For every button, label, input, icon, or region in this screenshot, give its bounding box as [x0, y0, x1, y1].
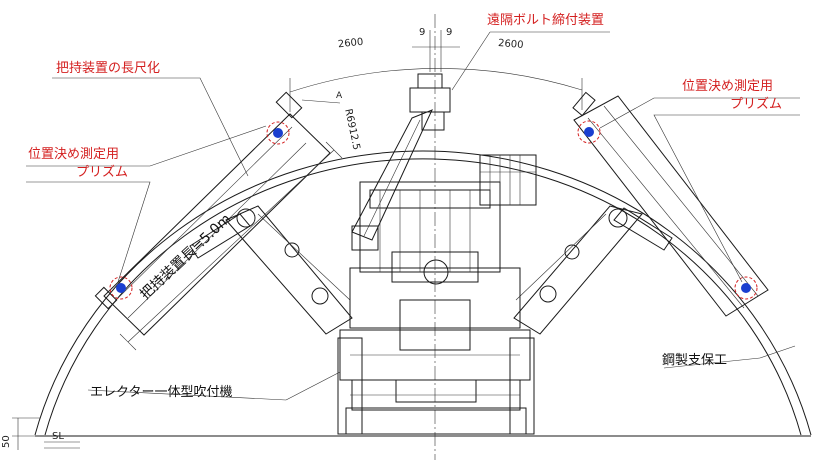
spring-line-label: SL [52, 431, 64, 442]
prism-right-lower [734, 276, 758, 300]
prism-left-label-line1: 位置決め測定用 [28, 147, 120, 162]
gap-dimension-left: 9 [419, 27, 426, 38]
right-gripper-arm [572, 91, 769, 317]
left-gripper-arm [94, 91, 331, 336]
bolt-device-label: 遠隔ボルト締付装置 [487, 13, 605, 28]
prism-left-label-line2: プリズム [76, 165, 129, 180]
gripper-length-dim-line [127, 149, 335, 343]
prism-left-lower [109, 276, 133, 300]
steel-support-label: 鋼製支保工 [662, 353, 728, 368]
erector-machine-label: エレクター一体型吹付機 [90, 385, 233, 400]
prism-right-label-line1: 位置決め測定用 [682, 79, 774, 94]
gripper-extension-label: 把持装置の長尺化 [56, 61, 161, 76]
prism-right-upper [577, 120, 601, 144]
right-boom [513, 205, 673, 335]
leader-lines [26, 31, 800, 401]
prism-left-upper [266, 121, 290, 145]
erector-body [337, 154, 537, 435]
bolt-tightening-arm [351, 73, 451, 251]
prism-right-label-line2: プリズム [730, 97, 783, 112]
arc-dimension-right: 2600 [497, 37, 524, 52]
point-a-label: A [336, 91, 343, 101]
left-boom [189, 205, 353, 335]
height-dimension: 50 [1, 435, 12, 448]
crown-dimension-arc [289, 68, 583, 93]
gap-dimension-right: 9 [446, 27, 453, 38]
